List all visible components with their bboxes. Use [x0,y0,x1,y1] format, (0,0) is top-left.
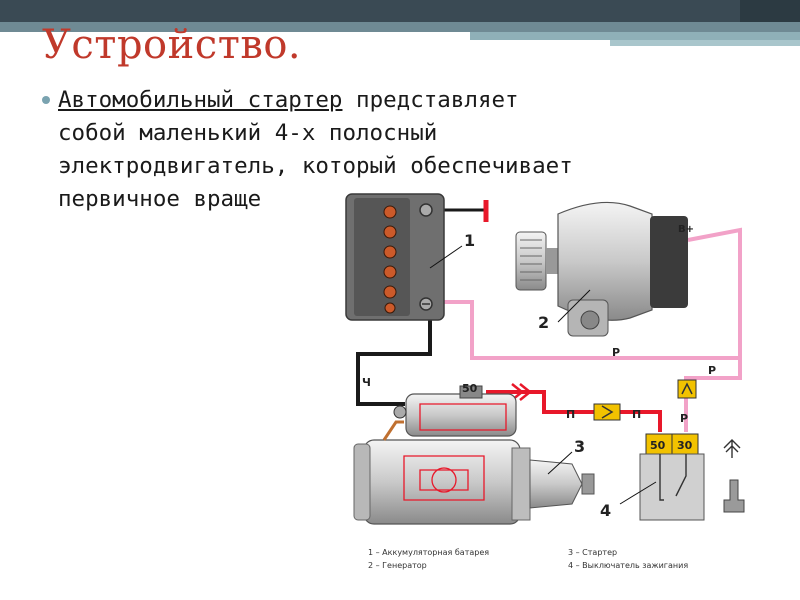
starter [353,385,595,525]
starter-internal-circuit [403,403,507,501]
battery-plus-terminal [419,203,433,217]
red-wire-solenoid-relay [486,390,594,414]
battery [345,193,463,321]
legend-item: 3 – Стартер [568,548,617,557]
wires [356,200,742,432]
label-wire-red-1: П [566,408,575,421]
label-wire-pink-3: Р [680,412,688,425]
label-terminal-bplus: B+ [678,224,694,235]
legend-item: 1 – Аккумуляторная батарея [368,548,489,557]
label-component-4: 4 [600,501,611,520]
red-wire-arrow [511,383,533,401]
label-component-3: 3 [574,437,585,456]
label-terminal-30-relay: 30 [677,439,693,452]
label-component-2: 2 [538,313,549,332]
label-component-1: 1 [464,231,475,250]
bullet-dot [42,96,50,104]
slide-title: Устройство. [42,22,302,68]
pink-wire-battery [442,300,740,360]
ignition-switch [619,433,745,521]
legend-item: 4 – Выключатель зажигания [568,561,688,570]
ignition-key-icon [723,479,745,513]
connector-relay [593,379,697,421]
label-wire-pink-1: Р [612,346,620,359]
diagram-legend: 1 – Аккумуляторная батарея 2 – Генератор… [368,548,688,570]
bullet-text: Автомобильный стартер представляет собой… [58,84,742,216]
bullet-body: представляет собой маленький 4-х полосны… [58,87,573,212]
generator [515,201,688,337]
battery-cell-caps [383,205,397,314]
pink-wire-generator [684,227,742,382]
label-wire-red-2: П [632,408,641,421]
label-terminal-50-starter: 50 [462,382,478,395]
bullet-lead-term: Автомобильный стартер [58,87,343,113]
header-bar [0,0,800,46]
bullet-item: Автомобильный стартер представляет собой… [42,84,742,216]
label-wire-black: Ч [362,376,371,389]
ignition-symbol-icon [723,439,741,458]
label-wire-pink-2: Р [708,364,716,377]
black-wire-battery-ground [356,310,432,406]
label-terminal-50-relay: 50 [650,439,666,452]
red-wire-relay-in [620,410,662,432]
legend-item: 2 – Генератор [368,561,427,570]
